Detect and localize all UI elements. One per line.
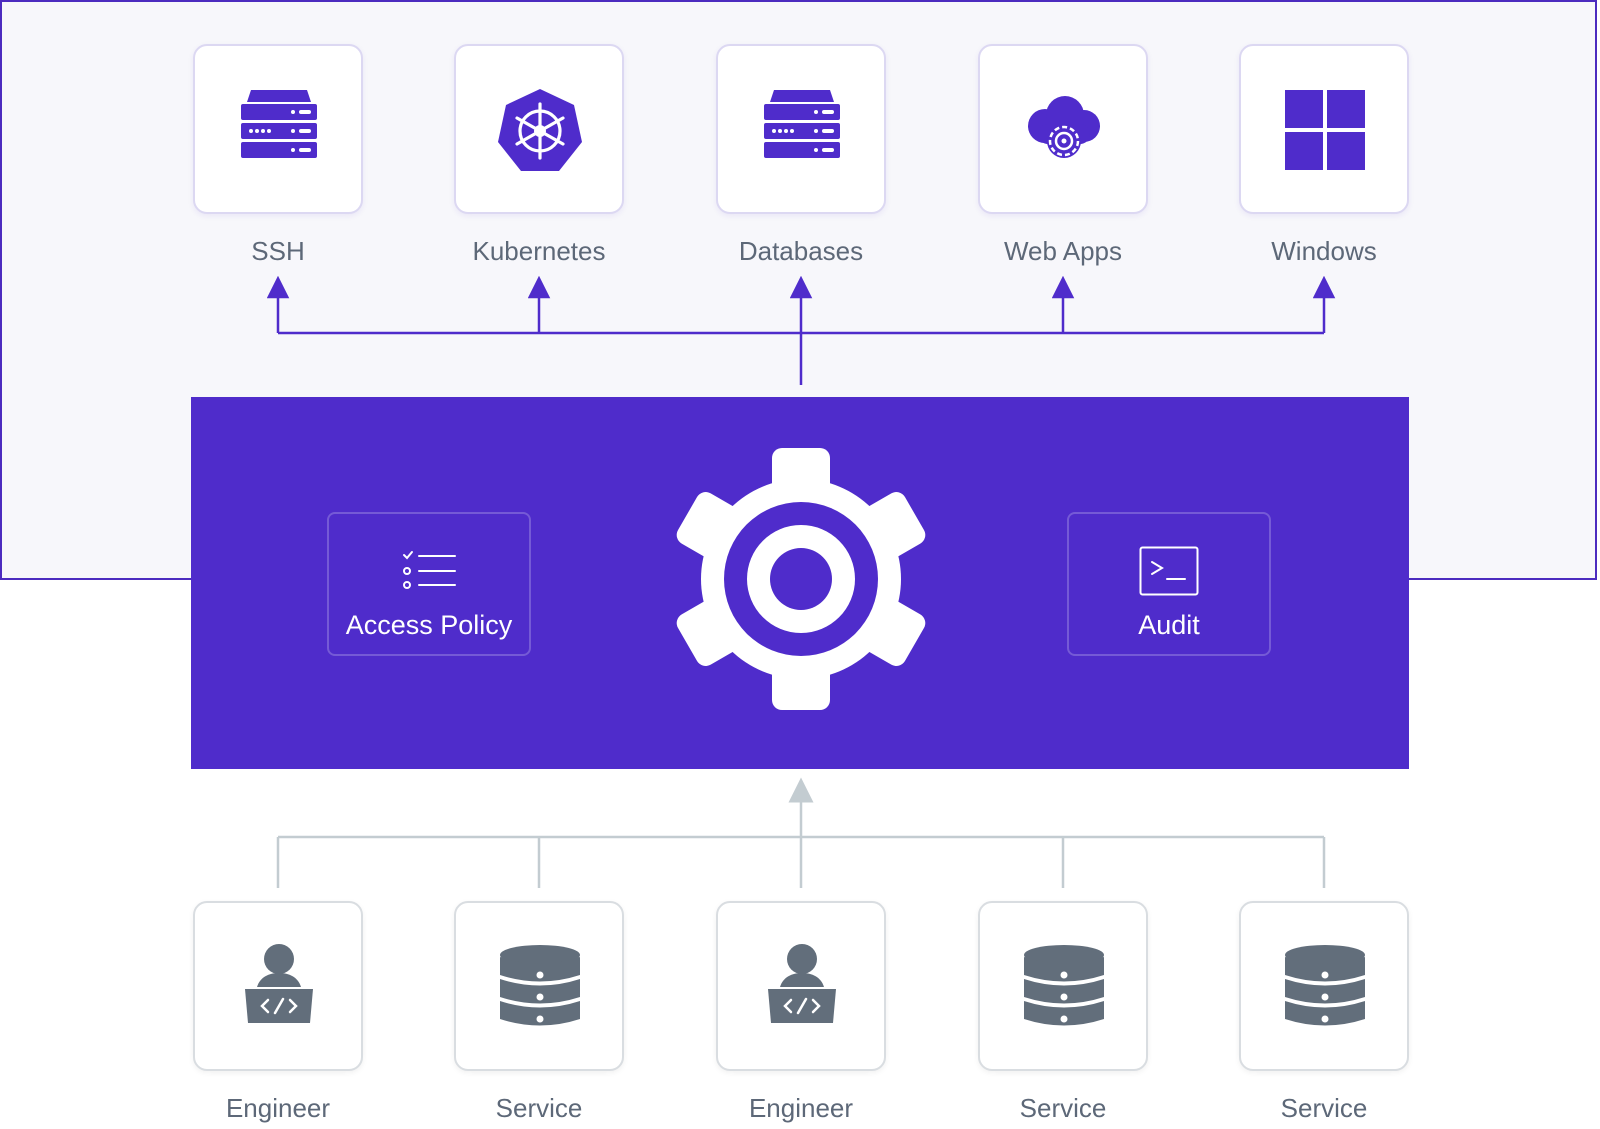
cloud-gear-icon — [1028, 96, 1100, 158]
source-tile-service — [454, 901, 624, 1071]
destination-label-kubernetes: Kubernetes — [472, 236, 606, 266]
source-label-engineer: Engineer — [225, 1093, 331, 1123]
destination-tile-databases — [716, 44, 886, 214]
database-icon — [1024, 945, 1104, 1026]
terminal-icon — [1139, 546, 1199, 596]
engineer-laptop-icon — [245, 944, 313, 1023]
gear-icon — [676, 448, 926, 710]
audit-panel: Audit — [1067, 512, 1271, 656]
destination-label-ssh: SSH — [251, 236, 305, 266]
destination-label-databases: Databases — [738, 236, 864, 266]
access-policy-label: Access Policy — [345, 610, 513, 640]
destination-tile-ssh — [193, 44, 363, 214]
source-tile-service — [1239, 901, 1409, 1071]
audit-label: Audit — [1138, 610, 1200, 640]
source-tile-service — [978, 901, 1148, 1071]
destination-label-windows: Windows — [1271, 236, 1377, 266]
server-icon — [241, 90, 317, 158]
windows-icon — [1285, 90, 1365, 170]
access-policy-panel: Access Policy — [327, 512, 531, 656]
sources-to-hub-connector — [276, 777, 1326, 888]
database-icon — [500, 945, 580, 1026]
source-label-engineer: Engineer — [748, 1093, 854, 1123]
source-label-service: Service — [495, 1093, 583, 1123]
database-icon — [1285, 945, 1365, 1026]
destination-label-web-apps: Web Apps — [1003, 236, 1123, 266]
destination-tile-kubernetes — [454, 44, 624, 214]
destination-tile-web-apps — [978, 44, 1148, 214]
checklist-icon — [403, 551, 456, 589]
source-tile-engineer — [716, 901, 886, 1071]
server-icon — [764, 90, 840, 158]
kubernetes-icon — [498, 89, 582, 171]
source-label-service: Service — [1280, 1093, 1368, 1123]
source-label-service: Service — [1019, 1093, 1107, 1123]
destination-tile-windows — [1239, 44, 1409, 214]
source-tile-engineer — [193, 901, 363, 1071]
engineer-laptop-icon — [768, 944, 836, 1023]
